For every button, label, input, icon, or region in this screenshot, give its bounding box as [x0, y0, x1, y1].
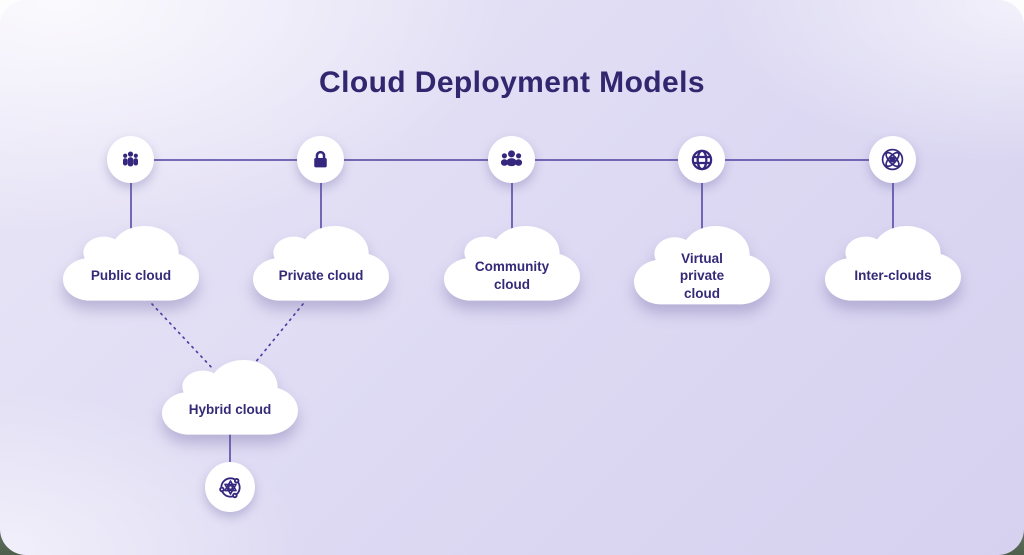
- users-group-icon: [123, 151, 138, 167]
- public-cloud-icon-circle: [107, 136, 154, 183]
- hybrid-cloud-node: Hybrid cloud: [162, 360, 298, 444]
- virtual-private-cloud-icon-circle: [678, 136, 725, 183]
- cloud-label: Virtual private cloud: [679, 250, 725, 301]
- virtual-private-cloud-node: Virtual private cloud: [634, 226, 770, 310]
- cloud-label: Hybrid cloud: [188, 402, 272, 418]
- private-cloud-node: Private cloud: [253, 226, 389, 310]
- inter-clouds-icon-circle: [869, 136, 916, 183]
- cloud-shape: [444, 226, 580, 301]
- cloud-shape: [162, 360, 298, 435]
- hybrid-icon-circle: [205, 462, 255, 512]
- inter-clouds-node: Inter-clouds: [825, 226, 961, 310]
- private-cloud-icon-circle: [297, 136, 344, 183]
- cloud-label: Community cloud: [474, 259, 550, 292]
- cloud-shape: [253, 226, 389, 301]
- cloud-label: Inter-clouds: [854, 268, 932, 284]
- dotted-public-to-hybrid: [151, 303, 214, 370]
- community-cloud-icon-circle: [488, 136, 535, 183]
- cloud-shape: [825, 226, 961, 301]
- public-cloud-node: Public cloud: [63, 226, 199, 310]
- lock-icon: [314, 150, 327, 168]
- globe-icon: [691, 149, 712, 170]
- cloud-label: Private cloud: [278, 268, 364, 284]
- community-cloud-node: Community cloud: [444, 226, 580, 310]
- diagram-title: Cloud Deployment Models: [319, 66, 705, 99]
- cloud-shape: [63, 226, 199, 301]
- community-people-icon: [500, 150, 523, 167]
- dotted-private-to-hybrid: [249, 303, 304, 370]
- cloud-label: Public cloud: [90, 268, 172, 284]
- cloud-shape: [634, 226, 770, 305]
- atom-network-icon: [881, 148, 904, 171]
- gear-network-icon: [218, 476, 241, 498]
